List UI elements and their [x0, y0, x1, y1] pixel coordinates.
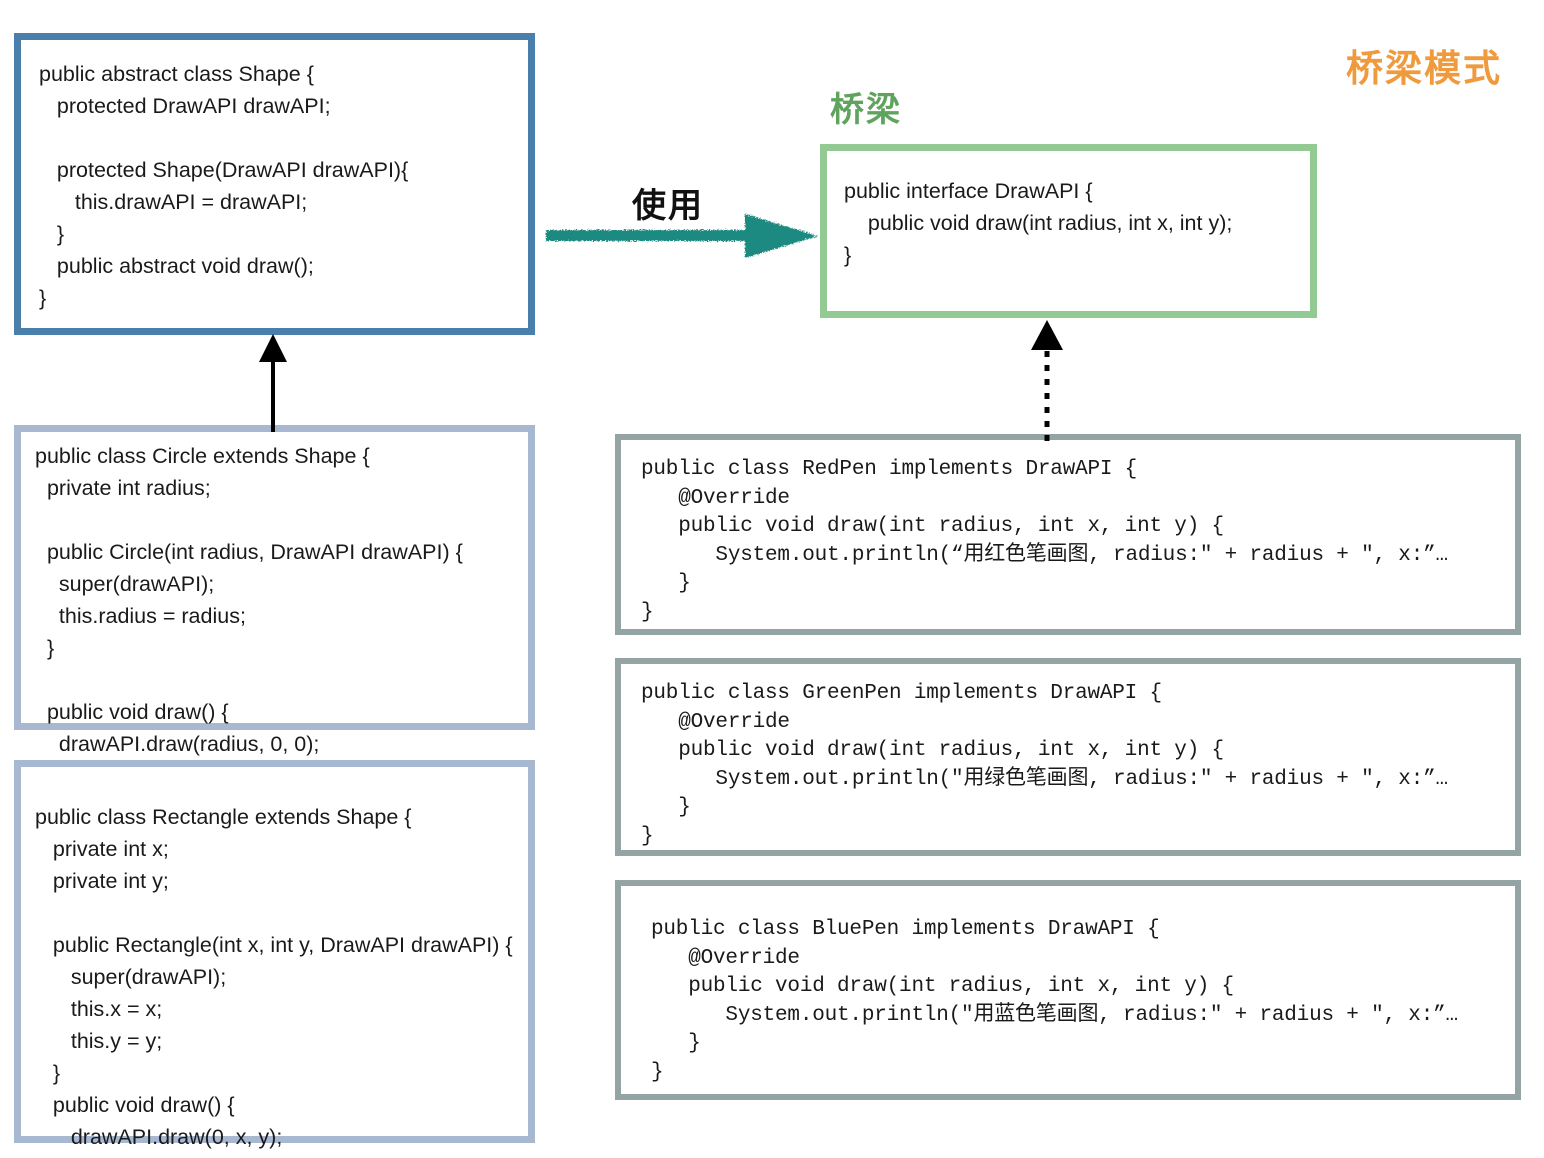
greenpen-class-box: public class GreenPen implements DrawAPI… [615, 658, 1521, 856]
pattern-title: 桥梁模式 [1346, 48, 1502, 89]
bluepen-class-code: public class BluePen implements DrawAPI … [651, 918, 1458, 1084]
redpen-class-code: public class RedPen implements DrawAPI {… [641, 458, 1448, 624]
drawapi-interface-code: public interface DrawAPI { public void d… [844, 179, 1233, 267]
shape-class-code: public abstract class Shape { protected … [39, 62, 409, 310]
rectangle-class-code: public class Rectangle extends Shape { p… [35, 805, 513, 1158]
rectangle-class-box: public class Rectangle extends Shape { p… [14, 760, 535, 1158]
implements-arrow-icon [1031, 320, 1063, 441]
inheritance-arrow-icon [259, 334, 287, 432]
uses-arrow-label: 使用 [632, 187, 704, 225]
uses-arrow-icon [546, 214, 818, 258]
shape-class-box: public abstract class Shape { protected … [14, 33, 535, 335]
redpen-class-box: public class RedPen implements DrawAPI {… [615, 434, 1521, 635]
bridge-label: 桥梁 [830, 91, 902, 129]
greenpen-class-code: public class GreenPen implements DrawAPI… [641, 682, 1448, 848]
circle-class-code: public class Circle extends Shape { priv… [35, 444, 463, 820]
circle-class-box: public class Circle extends Shape { priv… [14, 425, 535, 820]
drawapi-interface-box: public interface DrawAPI { public void d… [820, 144, 1317, 318]
bluepen-class-box: public class BluePen implements DrawAPI … [615, 880, 1521, 1100]
